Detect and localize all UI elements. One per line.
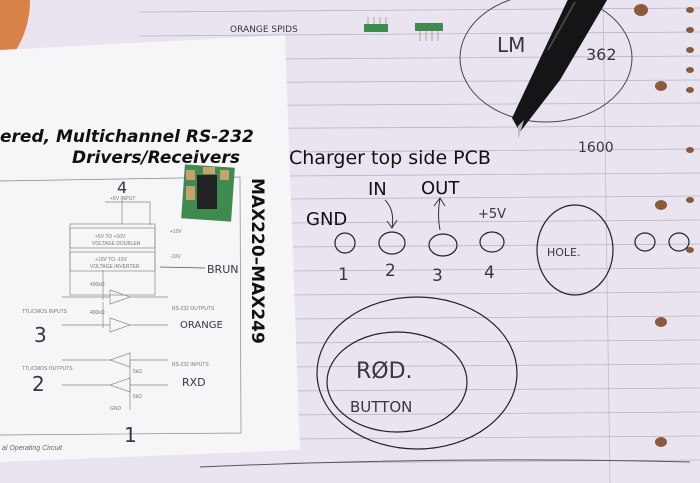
circle-note-lm: LM	[497, 33, 525, 57]
charger-title: Charger top side PCB	[289, 147, 491, 169]
vplus-label: +10V	[170, 229, 182, 235]
schematic	[0, 176, 242, 436]
r400-label-1: 400kΩ	[90, 282, 105, 288]
datasheet-title-2: Drivers/Receivers	[72, 148, 240, 168]
inverter-label-1: +10V TO -10V	[95, 257, 128, 263]
pin-label-out: OUT	[421, 178, 460, 199]
vminus-label: -10V	[170, 254, 181, 260]
datasheet-sheet	[0, 35, 300, 462]
part-range: MAX220–MAX249	[247, 178, 267, 344]
ttl-outputs-label: TTL/CMOS OUTPUTS	[22, 366, 73, 372]
pin-header-2	[415, 23, 443, 41]
hole-label: HOLE.	[547, 246, 581, 259]
vcc-input-label: +5V INPUT	[110, 196, 135, 202]
pin-label-in: IN	[368, 179, 387, 200]
spids-note: ORANGE SPIDS	[230, 25, 298, 35]
hand-orange: ORANGE	[180, 320, 223, 331]
pin-label-5v: +5V	[478, 207, 506, 222]
doubler-label-2: VOLTAGE DOUBLER	[92, 241, 141, 247]
r5-label-1: 5kΩ	[133, 369, 142, 375]
notebook-holes	[634, 4, 694, 447]
pin-number-1: 1	[338, 265, 349, 285]
circle-note	[459, 0, 633, 123]
hand-brun: BRUN	[207, 263, 238, 276]
pin-number-3: 3	[432, 266, 443, 286]
arrows	[384, 197, 446, 231]
pin-circles	[316, 204, 690, 450]
circle-note-362: 362	[586, 45, 617, 64]
hand-3: 3	[34, 323, 47, 347]
figure-caption: al Operating Circuit	[2, 445, 63, 452]
number-note: 1600	[578, 140, 614, 156]
pin-label-gnd: GND	[306, 209, 347, 230]
hand-2: 2	[32, 372, 45, 396]
pcb-module	[181, 164, 235, 222]
r400-label-2: 400kΩ	[90, 310, 105, 316]
hand-4: 4	[117, 178, 127, 197]
button-label-2: BUTTON	[350, 398, 412, 416]
doubler-label-1: +5V TO +10V	[95, 234, 126, 240]
pin-number-4: 4	[484, 263, 495, 283]
hand-1: 1	[124, 423, 137, 447]
datasheet-title-1: ered, Multichannel RS-232	[0, 127, 254, 147]
r5-label-2: 5kΩ	[133, 394, 142, 400]
ttl-inputs-label: TTL/CMOS INPUTS	[22, 309, 68, 315]
button-label-1: RØD.	[356, 359, 413, 384]
rs232-inputs-label: RS-232 INPUTS	[172, 362, 209, 368]
rs232-outputs-label: RS-232 OUTPUTS	[172, 306, 215, 312]
hand-rxd: RXD	[182, 376, 206, 389]
pin-number-2: 2	[385, 261, 396, 281]
underline-stroke	[199, 459, 691, 468]
gnd-label: GND	[110, 406, 122, 412]
pen	[512, 0, 608, 140]
inverter-label-2: VOLTAGE INVERTER	[90, 264, 140, 270]
pin-header-1	[364, 17, 388, 32]
